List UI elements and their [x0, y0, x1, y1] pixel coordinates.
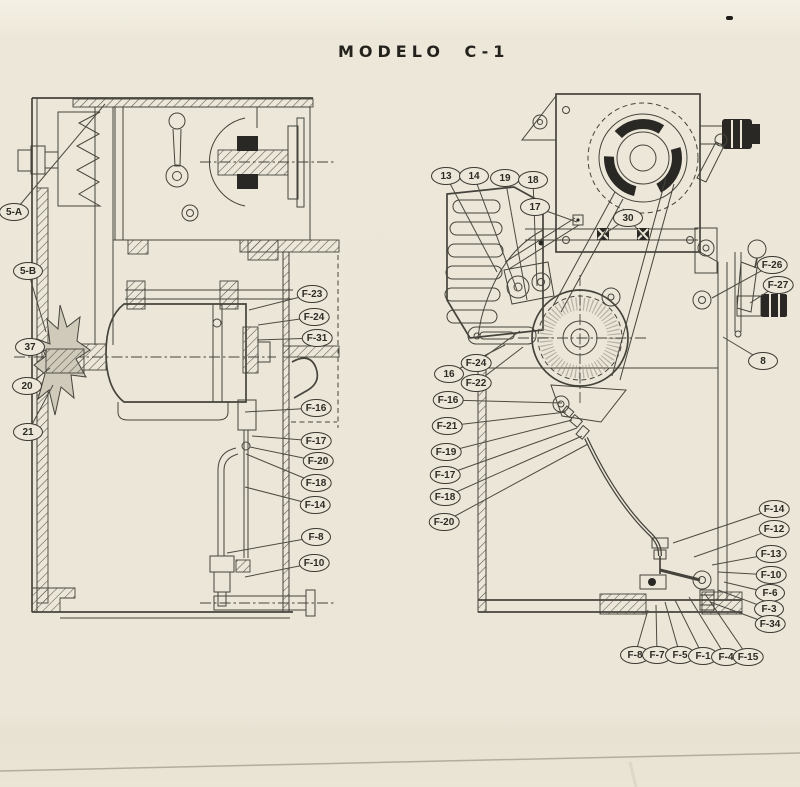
callout-17: 17 — [520, 198, 550, 216]
callout-16: 16 — [434, 365, 464, 383]
callout-14: 14 — [459, 167, 489, 185]
callout-f-14: F-14 — [758, 500, 790, 518]
ink-speck — [726, 16, 733, 20]
side-section-drawing — [444, 93, 787, 615]
leader-line-13 — [445, 175, 498, 273]
leader-line-f-17 — [444, 427, 578, 476]
callout-f-16: F-16 — [432, 391, 464, 409]
callout-19: 19 — [490, 169, 520, 187]
leader-line-18 — [532, 179, 538, 287]
callout-f-12: F-12 — [758, 520, 790, 538]
leader-line-f-18 — [444, 435, 583, 498]
callout-5-a: 5-A — [0, 203, 29, 221]
leader-line-f-1 — [674, 599, 704, 657]
leader-line-f-16 — [447, 399, 563, 404]
callout-f-21: F-21 — [431, 417, 463, 435]
leader-line-5-a — [13, 103, 106, 213]
callout-f-24: F-24 — [460, 354, 492, 372]
page-edge-line — [0, 752, 800, 772]
callout-f-17: F-17 — [300, 432, 332, 450]
callout-f-15: F-15 — [732, 648, 764, 666]
front-section-drawing — [14, 97, 340, 619]
callout-8: 8 — [748, 352, 778, 370]
callout-f-24: F-24 — [298, 308, 330, 326]
callout-f-19: F-19 — [430, 443, 462, 461]
leader-line-f-15 — [704, 593, 749, 658]
callout-f-10: F-10 — [755, 566, 787, 584]
leader-line-f-20 — [443, 443, 589, 523]
callout-f-14: F-14 — [299, 496, 331, 514]
page-edge-shadow — [628, 761, 638, 787]
leader-line-f-19 — [445, 419, 573, 453]
leader-line-f-4 — [688, 596, 727, 658]
callout-f-34: F-34 — [754, 615, 786, 633]
callout-13: 13 — [431, 167, 461, 185]
callout-20: 20 — [12, 377, 42, 395]
callout-21: 21 — [13, 423, 43, 441]
callout-f-20: F-20 — [302, 452, 334, 470]
callout-f-20: F-20 — [428, 513, 460, 531]
callout-30: 30 — [613, 209, 643, 227]
callout-f-16: F-16 — [300, 399, 332, 417]
leader-line-5-b — [27, 270, 47, 333]
callout-f-26: F-26 — [756, 256, 788, 274]
callout-f-18: F-18 — [300, 474, 332, 492]
callout-5-b: 5-B — [13, 262, 43, 280]
callout-f-13: F-13 — [755, 545, 787, 563]
callout-f-8: F-8 — [301, 528, 331, 546]
callout-f-22: F-22 — [460, 374, 492, 392]
callout-f-18: F-18 — [429, 488, 461, 506]
callout-f-27: F-27 — [762, 276, 794, 294]
callout-f-17: F-17 — [429, 466, 461, 484]
leader-line-f-21 — [446, 411, 567, 427]
callout-f-10: F-10 — [298, 554, 330, 572]
callout-18: 18 — [518, 171, 548, 189]
callout-f-23: F-23 — [296, 285, 328, 303]
leader-line-f-14 — [672, 508, 775, 544]
callout-37: 37 — [15, 338, 45, 356]
page-title: MODELO C-1 — [338, 42, 510, 61]
leader-line-19 — [504, 177, 528, 301]
leader-line-14 — [473, 175, 518, 291]
callout-f-31: F-31 — [301, 329, 333, 347]
